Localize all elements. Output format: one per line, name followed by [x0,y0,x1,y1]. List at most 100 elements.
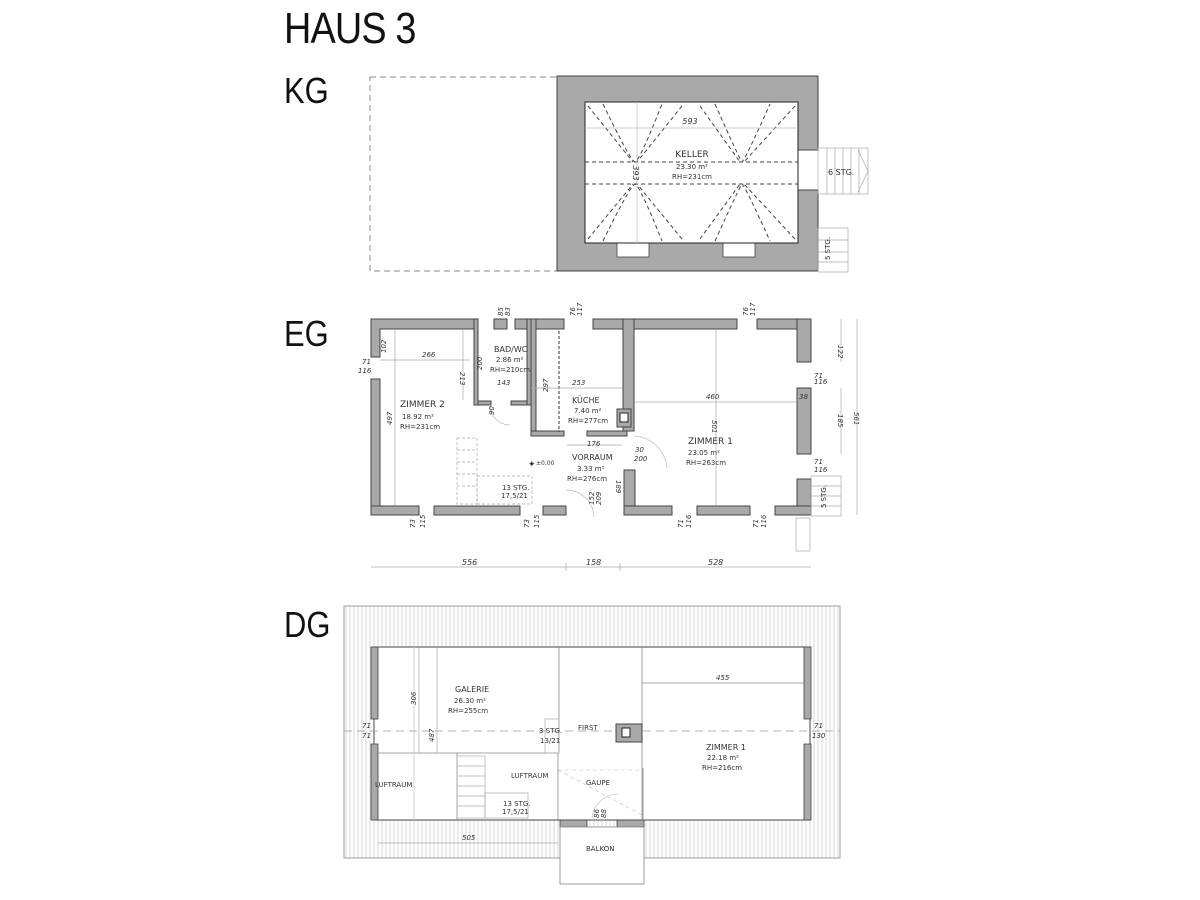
kg-dim-depth: 393 [631,165,640,180]
level-label-eg: EG [284,313,329,354]
svg-text:88: 88 [600,809,608,818]
svg-text:117: 117 [576,302,584,316]
eg-room-zimmer1-area: 23.05 m² [688,449,720,457]
svg-text:86: 86 [593,809,601,818]
eg-overall-dim-1: 556 [462,558,477,567]
kg-room-area: 23.30 m² [676,163,708,171]
dg-room-luftraum-1: LUFTRAUM [375,781,412,789]
eg-room-zimmer2-name: ZIMMER 2 [400,400,445,410]
svg-text:71: 71 [814,372,823,380]
svg-text:152: 152 [588,491,596,505]
svg-text:71: 71 [362,732,371,740]
kg-stair-east-label: 6 STG. [828,168,854,177]
svg-text:71: 71 [362,358,371,366]
dg-room-gaupe: GAUPE [586,779,610,787]
svg-text:497: 497 [386,411,394,425]
eg-dim-texts: 266 102 213 497 200 143 90 297 253 176 1… [358,302,860,528]
dg-chimney-flue [621,727,631,738]
svg-text:116: 116 [814,378,828,386]
kg-stair-east [817,147,869,195]
eg-room-bad-name: BAD/WC [494,345,528,354]
svg-text:501: 501 [710,420,718,433]
svg-text:71: 71 [814,722,823,730]
svg-text:200: 200 [634,455,648,463]
svg-text:73: 73 [409,519,417,528]
svg-text:561: 561 [852,412,860,425]
dg-room-zimmer1-height: RH=216cm [702,764,742,772]
svg-text:116: 116 [685,514,693,528]
eg-walls [370,318,812,516]
svg-text:122: 122 [836,345,844,359]
dg-room-galerie-area: 26.30 m² [454,697,486,705]
dg-stair-small-label: 3 STG. [539,727,562,735]
eg-dim-lines [371,319,858,571]
svg-text:76: 76 [742,307,750,316]
svg-text:130: 130 [812,732,826,740]
svg-text:102: 102 [380,339,388,353]
kg-window-1 [616,242,650,258]
eg-stair-main [456,437,533,505]
svg-text:115: 115 [533,514,541,528]
dg-balcony [559,826,645,885]
eg-level-marker-icon: ✦ [528,460,536,470]
svg-text:176: 176 [587,440,601,448]
svg-text:116: 116 [358,367,372,375]
dg-room-luftraum-2: LUFTRAUM [511,772,548,780]
kg-room-keller [584,101,799,244]
eg-overall-dim-2: 158 [586,558,601,567]
dg-label-first: FIRST [578,724,598,732]
eg-room-kueche-name: KÜCHE [572,395,600,405]
dg-room-zimmer1-name: ZIMMER 1 [706,743,746,752]
svg-text:116: 116 [760,514,768,528]
kg-stair-south-label: 5 STG. [824,237,832,260]
svg-text:460: 460 [706,393,720,401]
svg-text:297: 297 [542,378,550,392]
svg-text:90: 90 [488,406,496,415]
dg-stair-small-ratio: 13/21 [540,737,560,745]
eg-room-bad-area: 2.86 m² [496,356,524,364]
svg-text:143: 143 [497,379,510,387]
dg-dim-lines [378,647,558,844]
dg-gaupe-lines [557,769,643,821]
dg-stair-main [456,755,529,819]
svg-text:30: 30 [635,446,644,454]
kg-stair-south [817,227,849,273]
svg-text:116: 116 [814,466,828,474]
svg-text:71: 71 [362,722,371,730]
eg-room-vorraum-height: RH=276cm [567,475,607,483]
svg-text:266: 266 [422,351,436,359]
eg-door-swings [489,404,668,518]
eg-room-bad-height: RH=210cm [490,366,530,374]
svg-text:71: 71 [814,458,823,466]
eg-level-mark: ±0,00 [536,460,555,467]
svg-text:115: 115 [419,514,427,528]
eg-stair-east-label: 5 STG. [820,485,828,508]
svg-text:505: 505 [462,834,476,842]
eg-overall-dim-3: 528 [708,558,723,567]
kg-dim-width: 593 [682,117,697,126]
dg-plan: 13 STG. 17,5/21 3 STG. 13/21 GALERIE 26.… [343,605,841,885]
svg-text:306: 306 [410,691,418,705]
svg-text:38: 38 [799,393,808,401]
kg-room-name: KELLER [675,150,709,160]
eg-room-kueche-area: 7.40 m² [574,407,602,415]
svg-text:185: 185 [836,414,844,428]
svg-text:76: 76 [569,307,577,316]
svg-text:189: 189 [614,480,622,494]
drawing-title: HAUS 3 [284,4,416,53]
svg-text:209: 209 [595,491,603,505]
svg-text:117: 117 [749,302,757,316]
eg-room-zimmer1-name: ZIMMER 1 [688,437,733,447]
eg-room-zimmer1-height: RH=263cm [686,459,726,467]
eg-chimney-flue [619,412,629,423]
svg-text:71: 71 [752,519,760,528]
svg-text:487: 487 [428,728,436,742]
eg-room-vorraum-area: 3.33 m² [577,465,605,473]
kg-vault-lines [585,103,798,242]
dg-stair-main-label: 13 STG. [503,800,531,808]
level-label-dg: DG [284,604,331,645]
svg-text:253: 253 [572,379,585,387]
svg-text:85: 85 [497,307,505,316]
kg-window-2 [722,242,756,258]
eg-stair-main-label: 13 STG. [502,484,530,492]
